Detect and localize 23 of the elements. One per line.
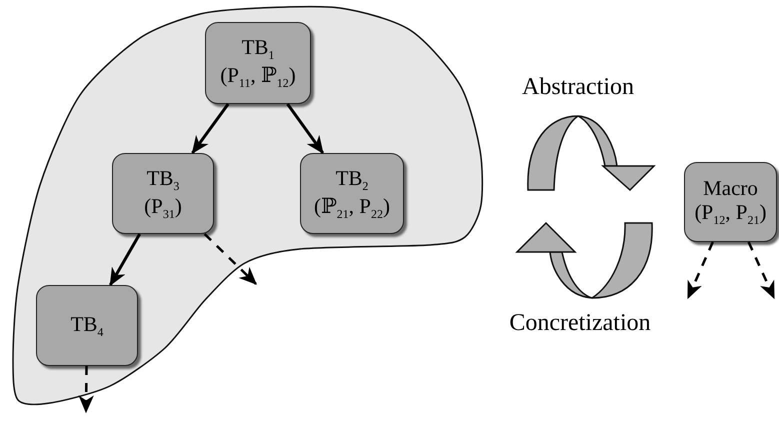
node-label: (P$_{11}$, ℙ$_{12}$): [220, 63, 296, 91]
arrow: [204, 233, 257, 285]
node-label: (ℙ$_{21}$, P$_{22}$): [314, 194, 390, 222]
arrow: [686, 242, 714, 300]
arrow: [286, 103, 324, 154]
process-label: Abstraction: [522, 74, 634, 101]
node-label: TB$_{3}$: [146, 166, 180, 194]
node-label: (P$_{31}$): [144, 194, 182, 222]
arrow: [109, 233, 141, 286]
node-label: TB$_{2}$: [336, 166, 368, 194]
arrow: [747, 241, 776, 300]
rounded-box: [112, 153, 214, 234]
arrow: [191, 103, 230, 154]
rounded-box: [684, 162, 777, 242]
node-label: TB$_{4}$: [70, 312, 104, 340]
node-label: TB$_{1}$: [242, 35, 274, 63]
rounded-box: [205, 22, 311, 104]
arrow: [78, 366, 94, 414]
node-label: Macro: [703, 176, 758, 200]
rounded-box: [300, 153, 404, 234]
node-label: (P$_{12}$, P$_{21}$): [694, 200, 766, 228]
process-label: Concretization: [509, 310, 651, 337]
rounded-box: [36, 285, 138, 366]
